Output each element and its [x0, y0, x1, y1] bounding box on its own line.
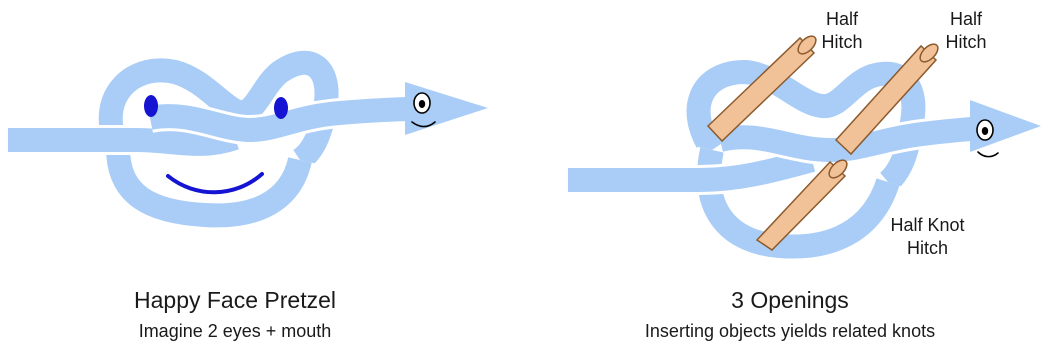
left-eye	[144, 95, 158, 117]
half-knot-hitch-label-line1: Half Knot	[890, 215, 965, 235]
rope-left	[8, 47, 429, 231]
half-hitch-label-2: Half Hitch	[936, 8, 996, 54]
half-knot-hitch-label-line2: Hitch	[906, 238, 948, 258]
arrow-face-right	[976, 119, 999, 158]
dowel-2	[834, 43, 939, 156]
arrow-face-left	[411, 92, 436, 128]
smile-mouth	[166, 172, 264, 195]
dowel-3	[755, 159, 848, 251]
half-hitch-label-1-line2: Hitch	[821, 32, 863, 52]
half-knot-hitch-label: Half Knot Hitch	[880, 214, 975, 260]
half-hitch-label-1: Half Hitch	[812, 8, 872, 54]
pretzel-knot-right	[568, 35, 1041, 262]
half-hitch-label-1-line1: Half	[825, 9, 858, 29]
rope-right	[568, 57, 1010, 262]
half-hitch-label-2-line1: Half	[949, 9, 982, 29]
right-eye	[274, 97, 288, 119]
half-hitch-label-2-line2: Hitch	[945, 32, 987, 52]
dowel-1	[706, 35, 817, 143]
right-title: 3 Openings	[731, 287, 849, 313]
pretzel-knot-left	[8, 47, 488, 231]
right-subtitle: Inserting objects yields related knots	[644, 321, 936, 341]
left-subtitle: Imagine 2 eyes + mouth	[138, 321, 332, 341]
left-title: Happy Face Pretzel	[134, 287, 336, 313]
